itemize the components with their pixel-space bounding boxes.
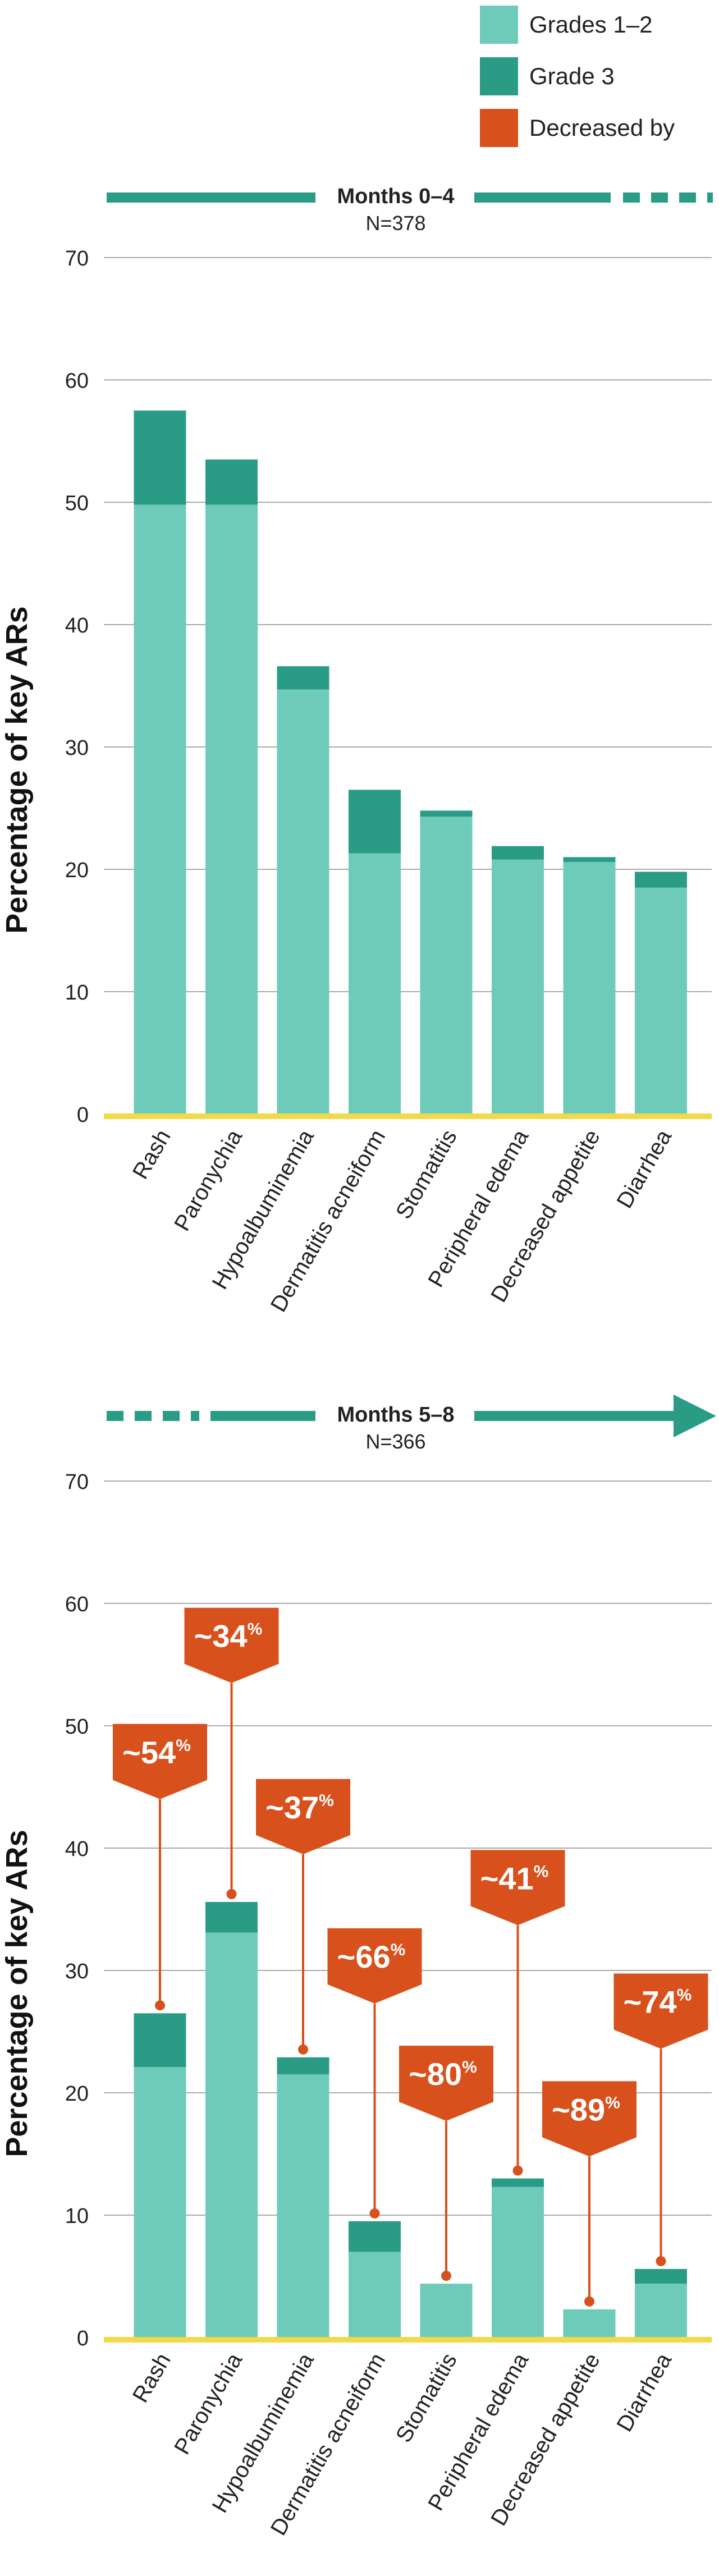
bar-grade3-paronychia	[205, 459, 258, 505]
period-title: Months 0–4	[337, 185, 454, 208]
callout-label-paronychia: ~34%	[194, 1619, 263, 1654]
bar-grades12-paronychia	[205, 1932, 258, 2337]
callout-badge-hypoalbuminemia	[256, 1779, 350, 1854]
callout-badge-dermatitis-acneiform	[327, 1928, 422, 2004]
bar-grade3-stomatitis	[420, 810, 473, 817]
callout-label-dermatitis-acneiform: ~66%	[337, 1939, 406, 1974]
callout-dot-decreased-appetite	[584, 2296, 594, 2307]
callout-dot-rash	[155, 2000, 165, 2011]
bar-grades12-decreased-appetite	[563, 2309, 616, 2337]
callout-badge-peripheral-edema	[470, 1850, 565, 1926]
y-axis-label: Percentage of key ARs	[0, 1830, 34, 2157]
y-tick-50: 50	[65, 492, 89, 515]
y-axis-label: Percentage of key ARs	[0, 606, 34, 933]
callout-dot-hypoalbuminemia	[298, 2044, 308, 2055]
y-tick-10: 10	[65, 2204, 89, 2228]
y-tick-30: 30	[65, 1960, 89, 1983]
legend-label-grades-1-2: Grades 1–2	[529, 11, 652, 38]
legend-swatch-grades-1-2	[480, 6, 518, 44]
category-label-paronychia: Paronychia	[170, 1125, 248, 1235]
bar-grades12-peripheral-edema	[492, 859, 544, 1114]
y-tick-70: 70	[65, 247, 89, 271]
bar-grades12-diarrhea	[635, 2284, 687, 2337]
period-title: Months 5–8	[337, 1403, 454, 1427]
category-label-paronychia: Paronychia	[170, 2349, 248, 2459]
callout-badge-diarrhea	[613, 1973, 708, 2049]
callout-label-peripheral-edema: ~41%	[480, 1860, 549, 1896]
bar-grade3-paronychia	[205, 1901, 258, 1933]
y-tick-10: 10	[65, 981, 89, 1005]
category-label-rash: Rash	[128, 1126, 176, 1184]
bar-grades12-hypoalbuminemia	[277, 689, 329, 1114]
bar-grades12-diarrhea	[635, 887, 687, 1114]
y-tick-60: 60	[65, 369, 89, 393]
bar-grades12-rash	[134, 505, 186, 1114]
bar-grade3-rash	[134, 2013, 186, 2068]
callout-badge-decreased-appetite	[542, 2081, 636, 2157]
callout-label-diarrhea: ~74%	[624, 1984, 692, 2020]
callout-label-hypoalbuminemia: ~37%	[265, 1790, 334, 1825]
bar-grade3-dermatitis-acneiform	[349, 2221, 401, 2252]
category-label-stomatitis: Stomatitis	[391, 1126, 462, 1223]
y-tick-70: 70	[65, 1470, 89, 1494]
bar-grade3-dermatitis-acneiform	[349, 790, 401, 854]
callout-badge-paronychia	[184, 1607, 279, 1683]
bar-grade3-peripheral-edema	[492, 2178, 544, 2187]
bar-grade3-hypoalbuminemia	[277, 2057, 329, 2075]
bar-grade3-rash	[134, 410, 186, 505]
bar-grade3-decreased-appetite	[563, 857, 616, 862]
callout-label-decreased-appetite: ~89%	[552, 2092, 620, 2127]
y-tick-20: 20	[65, 2082, 89, 2106]
category-label-rash: Rash	[128, 2349, 176, 2407]
period-arrowhead	[674, 1395, 716, 1437]
bar-grades12-paronychia	[205, 505, 258, 1114]
callout-label-stomatitis: ~80%	[409, 2056, 477, 2092]
chart-months-5-8: Months 5–8N=366 0 10 20 30 40 50 60 70Percentage…	[0, 1395, 716, 2540]
category-label-diarrhea: Diarrhea	[612, 1125, 676, 1212]
callout-badge-rash	[113, 1724, 207, 1799]
bar-grade3-diarrhea	[635, 2268, 687, 2284]
y-tick-20: 20	[65, 859, 89, 882]
period-n: N=378	[365, 212, 425, 235]
period-n: N=366	[365, 1430, 425, 1453]
legend-label-grade-3: Grade 3	[529, 63, 615, 89]
category-label-stomatitis: Stomatitis	[391, 2349, 462, 2447]
category-label-diarrhea: Diarrhea	[612, 2349, 676, 2436]
chart-months-0-4: Months 0–4N=378 0 10 20 30 40 50 60 70Percentage…	[0, 185, 713, 1316]
callout-badge-stomatitis	[399, 2046, 493, 2121]
bar-grades12-dermatitis-acneiform	[349, 2252, 401, 2337]
y-tick-40: 40	[65, 614, 89, 638]
callout-dot-diarrhea	[656, 2256, 666, 2266]
y-tick-0: 0	[77, 1103, 89, 1127]
bar-grades12-stomatitis	[420, 2284, 473, 2337]
bar-grade3-diarrhea	[635, 872, 687, 888]
bar-grades12-stomatitis	[420, 817, 473, 1114]
bar-grades12-peripheral-edema	[492, 2187, 544, 2337]
y-tick-50: 50	[65, 1715, 89, 1739]
legend-swatch-decreased-by	[480, 109, 518, 147]
bar-grade3-hypoalbuminemia	[277, 666, 329, 690]
callout-dot-paronychia	[226, 1889, 237, 1899]
legend-label-decreased-by: Decreased by	[529, 114, 675, 141]
bar-grades12-rash	[134, 2067, 186, 2337]
callout-dot-dermatitis-acneiform	[369, 2208, 380, 2219]
callout-dot-peripheral-edema	[512, 2165, 523, 2176]
y-tick-60: 60	[65, 1593, 89, 1616]
callout-label-rash: ~54%	[122, 1735, 191, 1770]
callout-dot-stomatitis	[441, 2271, 451, 2281]
y-tick-30: 30	[65, 736, 89, 760]
bar-grades12-decreased-appetite	[563, 861, 616, 1114]
bar-grades12-hypoalbuminemia	[277, 2074, 329, 2337]
legend-swatch-grade-3	[480, 57, 518, 95]
bar-grades12-dermatitis-acneiform	[349, 853, 401, 1114]
bar-grade3-peripheral-edema	[492, 846, 544, 860]
y-tick-40: 40	[65, 1837, 89, 1861]
y-tick-0: 0	[77, 2327, 89, 2350]
